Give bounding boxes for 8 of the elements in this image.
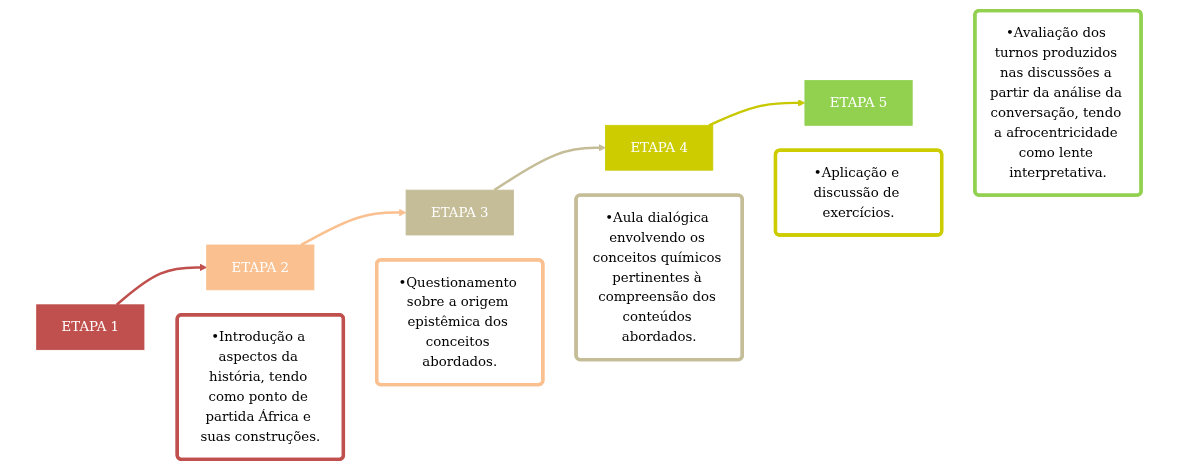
arrow <box>493 144 606 192</box>
arrow <box>708 99 806 127</box>
node-box <box>206 244 315 291</box>
arrow <box>116 263 208 306</box>
node-box <box>405 189 514 236</box>
node-box <box>605 124 714 171</box>
node-box <box>36 304 145 351</box>
node-box <box>804 80 913 126</box>
